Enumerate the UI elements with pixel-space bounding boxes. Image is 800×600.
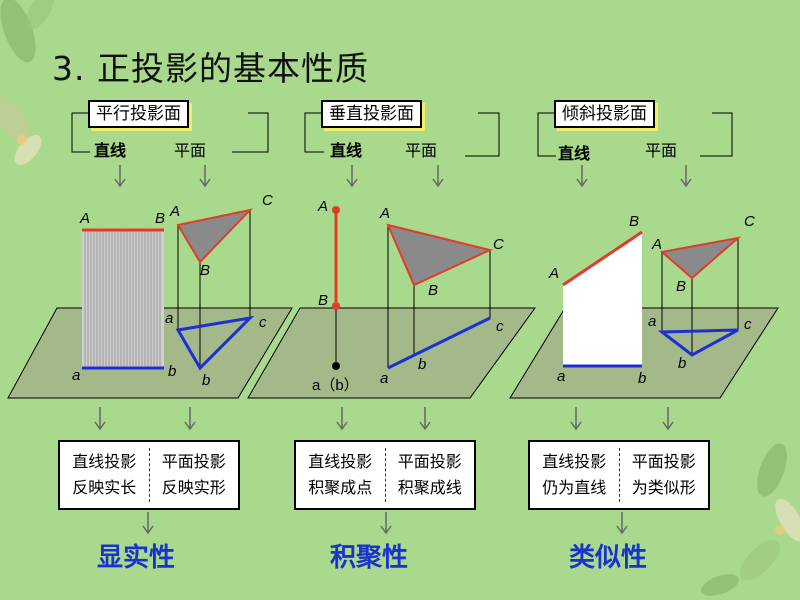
- panel-1-point-c-plane: c: [259, 314, 267, 331]
- panel-3-summary-line: 直线投影 仍为直线: [530, 442, 619, 508]
- panel-2-summary-plane: 平面投影 积聚成线: [386, 442, 475, 508]
- panel-3-plane-label: 平面: [645, 141, 678, 160]
- panel-1-point-A-plane: A: [170, 203, 181, 220]
- panel-3-summary-plane: 平面投影 为类似形: [620, 442, 709, 508]
- panel-1-line-label: 直线: [94, 141, 127, 160]
- panel-1-plane-label: 平面: [174, 141, 207, 160]
- panel-1-point-B-plane: B: [200, 262, 211, 279]
- summary-divider: [618, 448, 620, 502]
- panel-2-point-c-plane: c: [496, 318, 504, 335]
- summary-text: 平面投影: [631, 452, 696, 471]
- panel-2-point-C-plane: C: [493, 236, 504, 253]
- panel-2-point-B-line: B: [318, 292, 329, 309]
- panel-3-point-b-line: b: [638, 370, 647, 387]
- panel-3-point-c-plane: c: [744, 316, 752, 333]
- panel-2-line-label: 直线: [330, 141, 363, 160]
- panel-3-diagram: [509, 112, 779, 399]
- panel-2-property: 积聚性: [330, 543, 409, 573]
- panel-2-point-b-plane: b: [418, 356, 427, 373]
- summary-text: 反映实长: [72, 478, 137, 497]
- panel-2-point-a-plane: a: [380, 370, 389, 387]
- panel-3-heading: 倾斜投影面: [554, 100, 655, 128]
- summary-text: 直线投影: [542, 452, 607, 471]
- panel-2-diagram: [247, 112, 536, 399]
- panel-2-plane-label: 平面: [405, 141, 438, 160]
- summary-text: 直线投影: [308, 452, 373, 471]
- panel-1-diagram: [7, 112, 293, 399]
- summary-text: 仍为直线: [542, 478, 607, 497]
- panel-3-line-label: 直线: [558, 144, 591, 163]
- slide-title: 3. 正投影的基本性质: [52, 49, 369, 88]
- summary-text: 为类似形: [631, 478, 696, 497]
- panel-1-point-a-plane: a: [165, 310, 174, 327]
- panel-3-point-b-plane: b: [678, 355, 687, 372]
- panel-1-point-A-line: A: [80, 210, 91, 227]
- panel-3-point-A-plane: A: [652, 236, 663, 253]
- panel-2-heading: 垂直投影面: [321, 100, 422, 128]
- summary-text: 直线投影: [72, 452, 137, 471]
- lower-arrows: [94, 407, 674, 535]
- panel-2-summary-box: 直线投影 积聚成点 平面投影 积聚成线: [294, 440, 476, 510]
- panel-2-summary-line: 直线投影 积聚成点: [296, 442, 385, 508]
- summary-text: 积聚成点: [308, 478, 373, 497]
- panel-1-property: 显实性: [97, 543, 176, 573]
- panel-3-property: 类似性: [569, 543, 648, 573]
- panel-1-point-a-line: a: [72, 367, 81, 384]
- panel-3-summary-box: 直线投影 仍为直线 平面投影 为类似形: [528, 440, 710, 510]
- summary-divider: [384, 448, 386, 502]
- summary-divider: [148, 448, 150, 502]
- panel-2-point-A-plane: A: [380, 205, 391, 222]
- leaf-decoration-top-left: [0, 0, 54, 165]
- panel-2-point-ab: a（b）: [312, 377, 359, 394]
- panel-1-heading: 平行投影面: [88, 100, 189, 128]
- panel-3-point-a-plane: a: [648, 313, 657, 330]
- summary-text: 平面投影: [161, 452, 226, 471]
- panel-3-point-a-line: a: [557, 368, 566, 385]
- leaf-decoration-bottom-right: [700, 443, 800, 596]
- panel-1-point-b-plane: b: [202, 372, 211, 389]
- panel-2-point-B-plane: B: [428, 282, 439, 299]
- panel-3-point-B-line: B: [629, 213, 640, 230]
- panel-1-summary-box: 直线投影 反映实长 平面投影 反映实形: [58, 440, 240, 510]
- panel-1-summary-plane: 平面投影 反映实形: [150, 442, 239, 508]
- summary-text: 反映实形: [161, 478, 226, 497]
- panel-3-point-C-plane: C: [744, 213, 755, 230]
- panel-1-point-C-plane: C: [262, 192, 273, 209]
- summary-text: 平面投影: [397, 452, 462, 471]
- panel-3-point-A-line: A: [549, 265, 560, 282]
- panel-2-point-A-line: A: [318, 198, 329, 215]
- panel-1-point-b-line: b: [168, 363, 177, 380]
- panel-3-point-B-plane: B: [676, 278, 687, 295]
- panel-1-summary-line: 直线投影 反映实长: [60, 442, 149, 508]
- panel-1-point-B-line: B: [155, 210, 166, 227]
- summary-text: 积聚成线: [397, 478, 462, 497]
